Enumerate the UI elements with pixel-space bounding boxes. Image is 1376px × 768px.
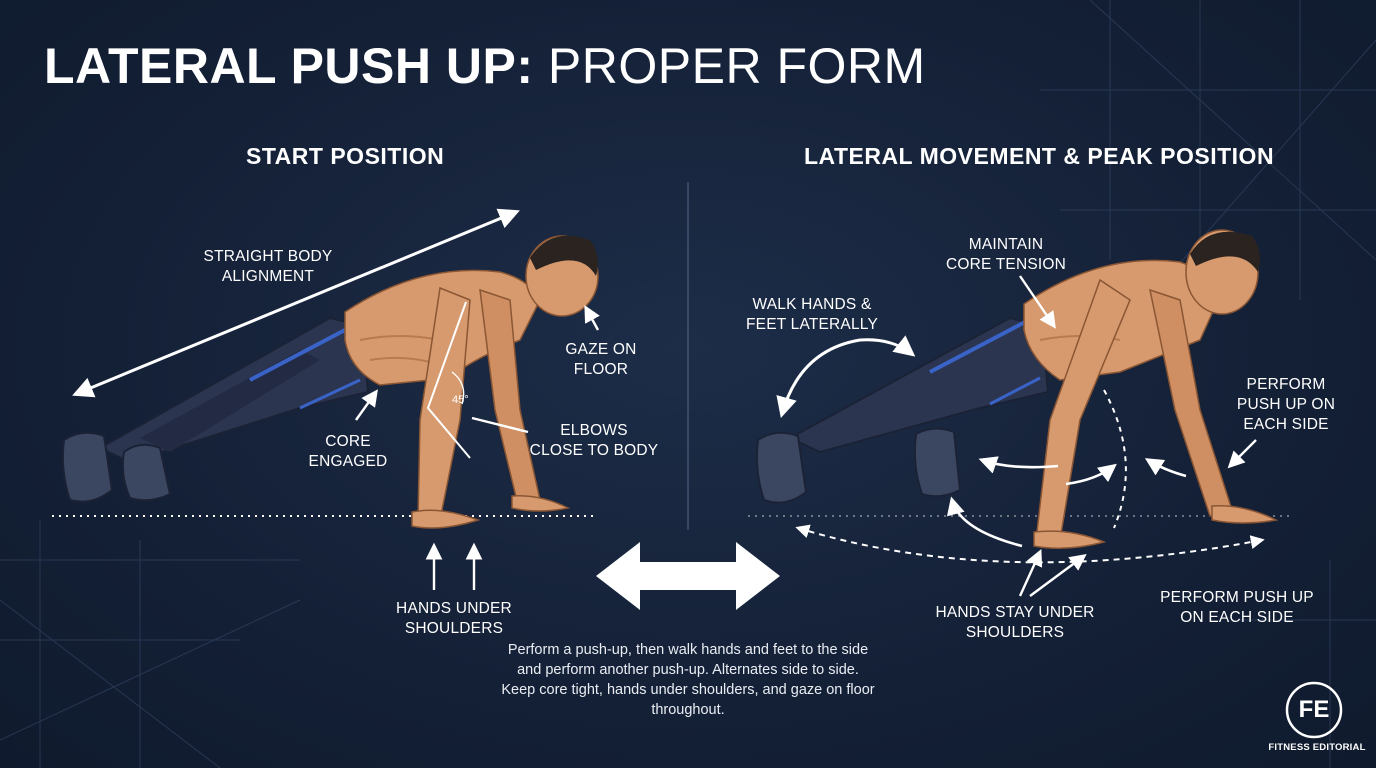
label-core-engaged: CORE ENGAGED	[308, 433, 388, 470]
logo-mark-icon	[1285, 681, 1343, 739]
label-gaze-on-floor: GAZE ON FLOOR	[565, 341, 637, 378]
label-hands-under-shoulders: HANDS UNDER SHOULDERS	[396, 600, 512, 637]
right-annotation-arrows	[776, 275, 1265, 597]
exercise-description: Perform a push-up, then walk hands and f…	[501, 642, 875, 718]
title-bold: LATERAL PUSH UP:	[44, 38, 534, 94]
angle-label: 45°	[452, 394, 469, 406]
logo-mark-text: FE	[1298, 696, 1330, 723]
title-light: PROPER FORM	[547, 38, 926, 94]
label-perform-pushup-bottom: PERFORM PUSH UP ON EACH SIDE	[1160, 589, 1314, 626]
label-perform-pushup-top: PERFORM PUSH UP ON EACH SIDE	[1236, 376, 1336, 433]
label-maintain-core-tension: MAINTAIN CORE TENSION	[945, 236, 1067, 273]
start-position-heading: START POSITION	[246, 143, 445, 169]
lateral-movement-heading: LATERAL MOVEMENT & PEAK POSITION	[804, 143, 1275, 169]
label-walk-hands-feet: WALK HANDS & FEET LATERALLY	[745, 296, 878, 333]
right-pushup-figure	[748, 229, 1290, 549]
left-annotation-arrows	[72, 208, 600, 590]
label-hands-stay-under-shoulders: HANDS STAY UNDER SHOULDERS	[935, 604, 1095, 641]
page-title: LATERAL PUSH UP: PROPER FORM	[44, 38, 926, 94]
logo-brand-text: FITNESS EDITORIAL	[1268, 742, 1366, 753]
label-straight-body-alignment: STRAIGHT BODY ALIGNMENT	[203, 248, 333, 285]
label-elbows-close-to-body: ELBOWS CLOSE TO BODY	[529, 422, 659, 459]
double-arrow-icon	[596, 542, 780, 610]
